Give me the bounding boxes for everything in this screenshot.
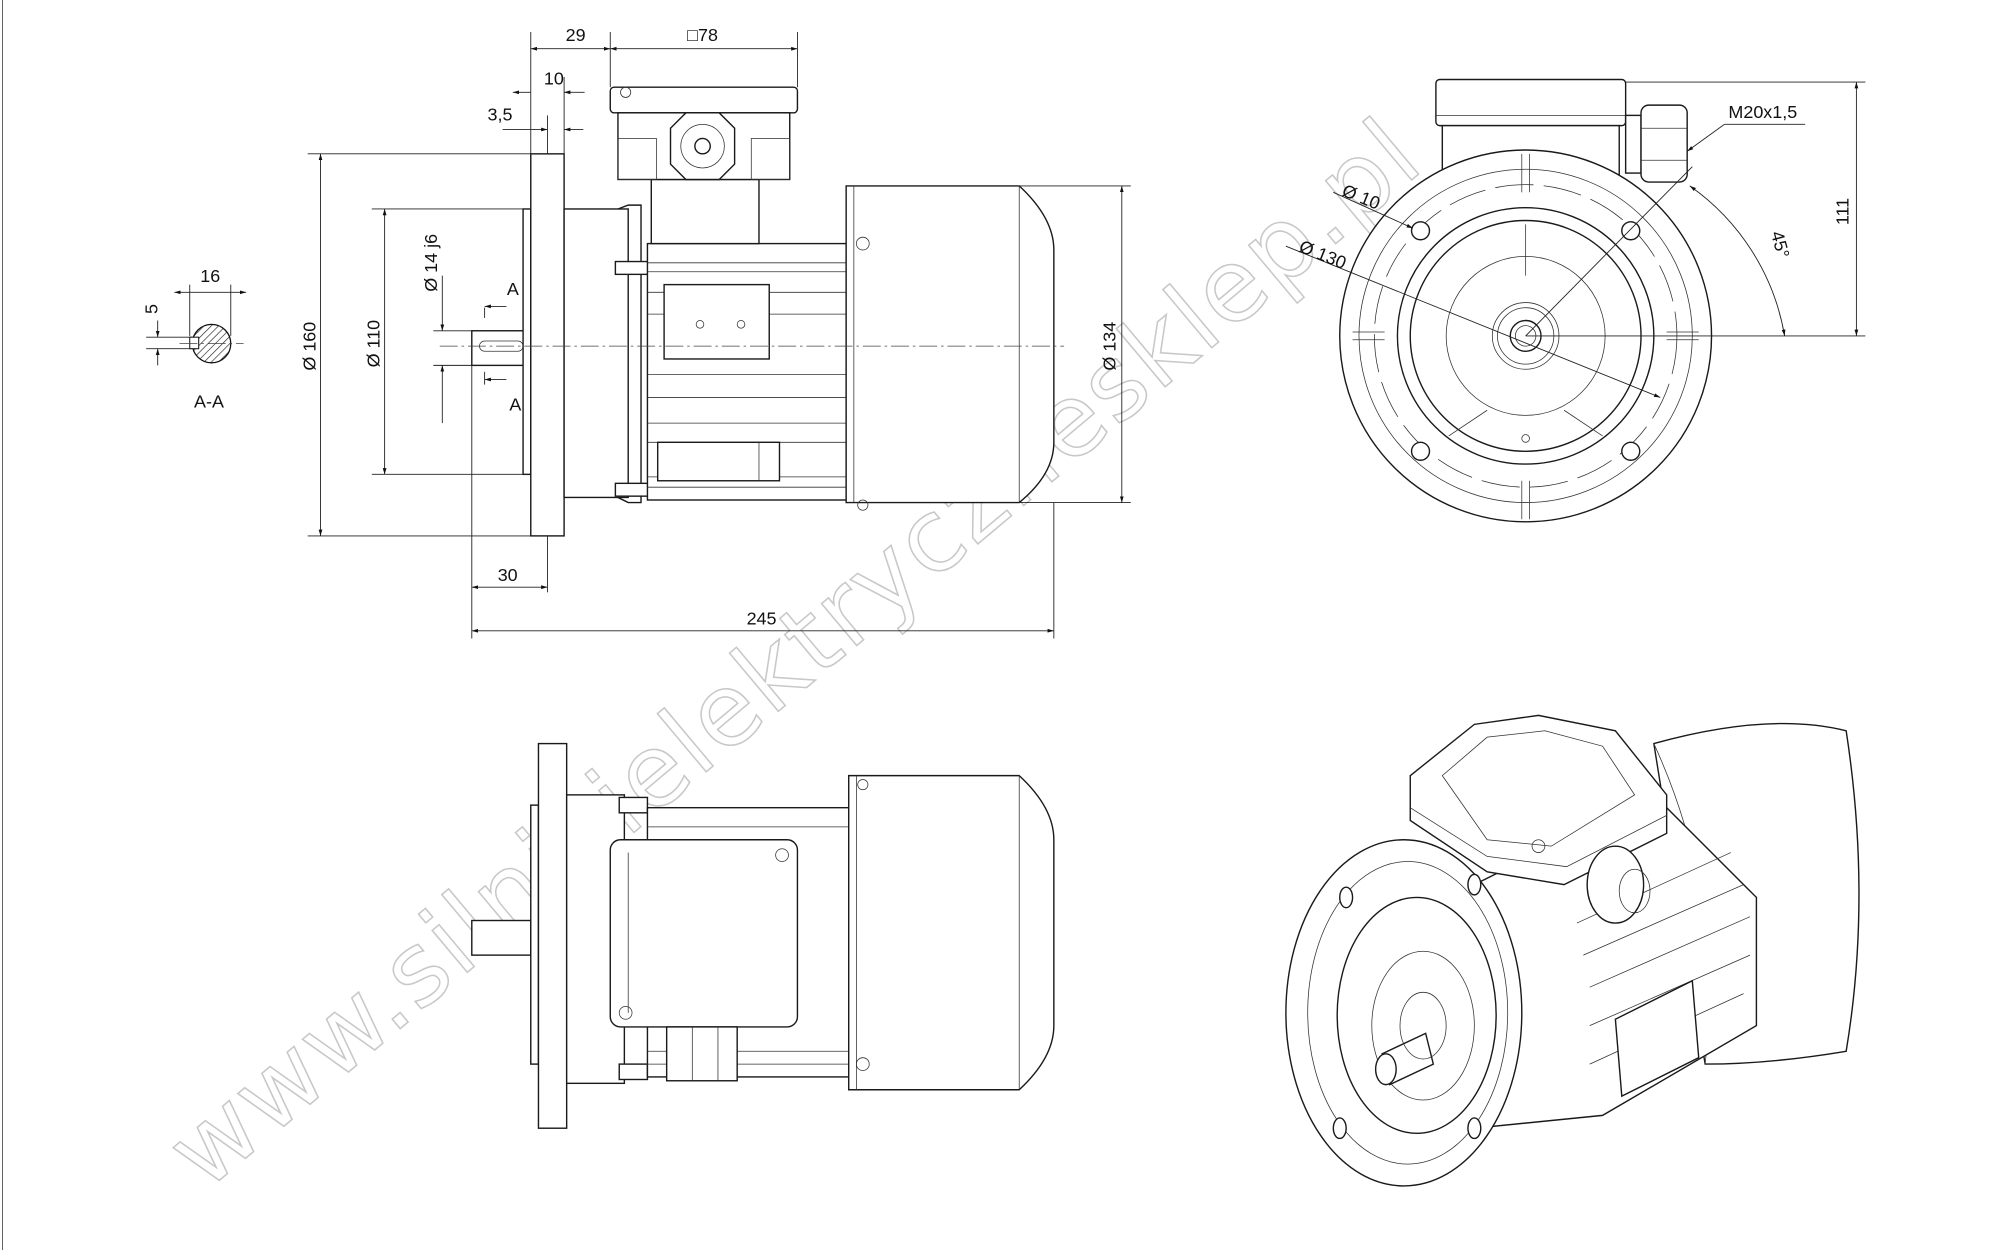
section-key [189, 336, 200, 350]
end-view: Ø 10 Ø 130 45° M20x1,5 111 [1285, 78, 1866, 523]
top-dimensions: 29 □78 10 3,5 [488, 25, 798, 154]
fan-cover-bottom [848, 774, 1055, 1091]
iso-terminal-box [1409, 714, 1668, 886]
diameter-dimensions: Ø 160 Ø 110 Ø 14 j6 Ø 134 [299, 153, 1131, 537]
dim-cover-diameter: Ø 134 [1099, 322, 1119, 371]
terminal-box-side [609, 839, 799, 1028]
cut-mark-top: A [507, 279, 519, 299]
section-a-a: 16 5 A-A [142, 266, 247, 412]
length-dimensions: 30 245 [471, 365, 1055, 639]
end-cable-gland [1640, 104, 1688, 183]
flange-holes [1410, 221, 1641, 461]
iso-nameplate [1614, 979, 1700, 1098]
dim-gland-thread: M20x1,5 [1728, 102, 1797, 122]
shaft [471, 330, 532, 367]
shaft-bottom [471, 919, 532, 956]
isometric-view [1285, 714, 1860, 1187]
cut-mark-bottom: A [509, 394, 521, 414]
terminal-box-lid [609, 86, 799, 114]
fan-cover [845, 185, 1055, 504]
dim-shaft-length: 30 [498, 565, 518, 585]
end-terminal-lid [1435, 78, 1627, 127]
flange [530, 153, 565, 537]
terminal-box-neck [650, 178, 760, 245]
section-label: A-A [194, 392, 224, 412]
dim-angle: 45° [1767, 229, 1793, 260]
dim-10: 10 [544, 69, 564, 89]
dim-spigot-diameter: Ø 110 [363, 320, 383, 368]
spigot [522, 208, 532, 476]
side-view-bottom [471, 742, 1055, 1129]
flange-bottom [537, 742, 568, 1129]
dim-3-5: 3,5 [488, 105, 513, 125]
iso-flange [1285, 839, 1523, 1187]
cable-plate [656, 441, 781, 482]
iso-flange-holes [1332, 873, 1482, 1140]
section-key-label: 5 [142, 304, 162, 314]
dim-terminal-box: □78 [687, 25, 718, 45]
iso-cable-gland [1586, 845, 1645, 924]
nameplate [663, 283, 770, 360]
dim-flange-diameter: Ø 160 [299, 322, 319, 371]
dim-shaft-height: 111 [1833, 198, 1853, 225]
flange-adapter [563, 208, 629, 499]
dim-total-length: 245 [747, 608, 777, 628]
cable-gland [669, 112, 736, 181]
side-view-top: A A 29 □78 10 3,5 Ø 160 [299, 25, 1131, 639]
dim-29: 29 [566, 25, 586, 45]
cable-gland-bottom [665, 1026, 738, 1082]
section-width-label: 16 [200, 266, 220, 286]
dim-shaft-diameter: Ø 14 j6 [421, 234, 441, 292]
